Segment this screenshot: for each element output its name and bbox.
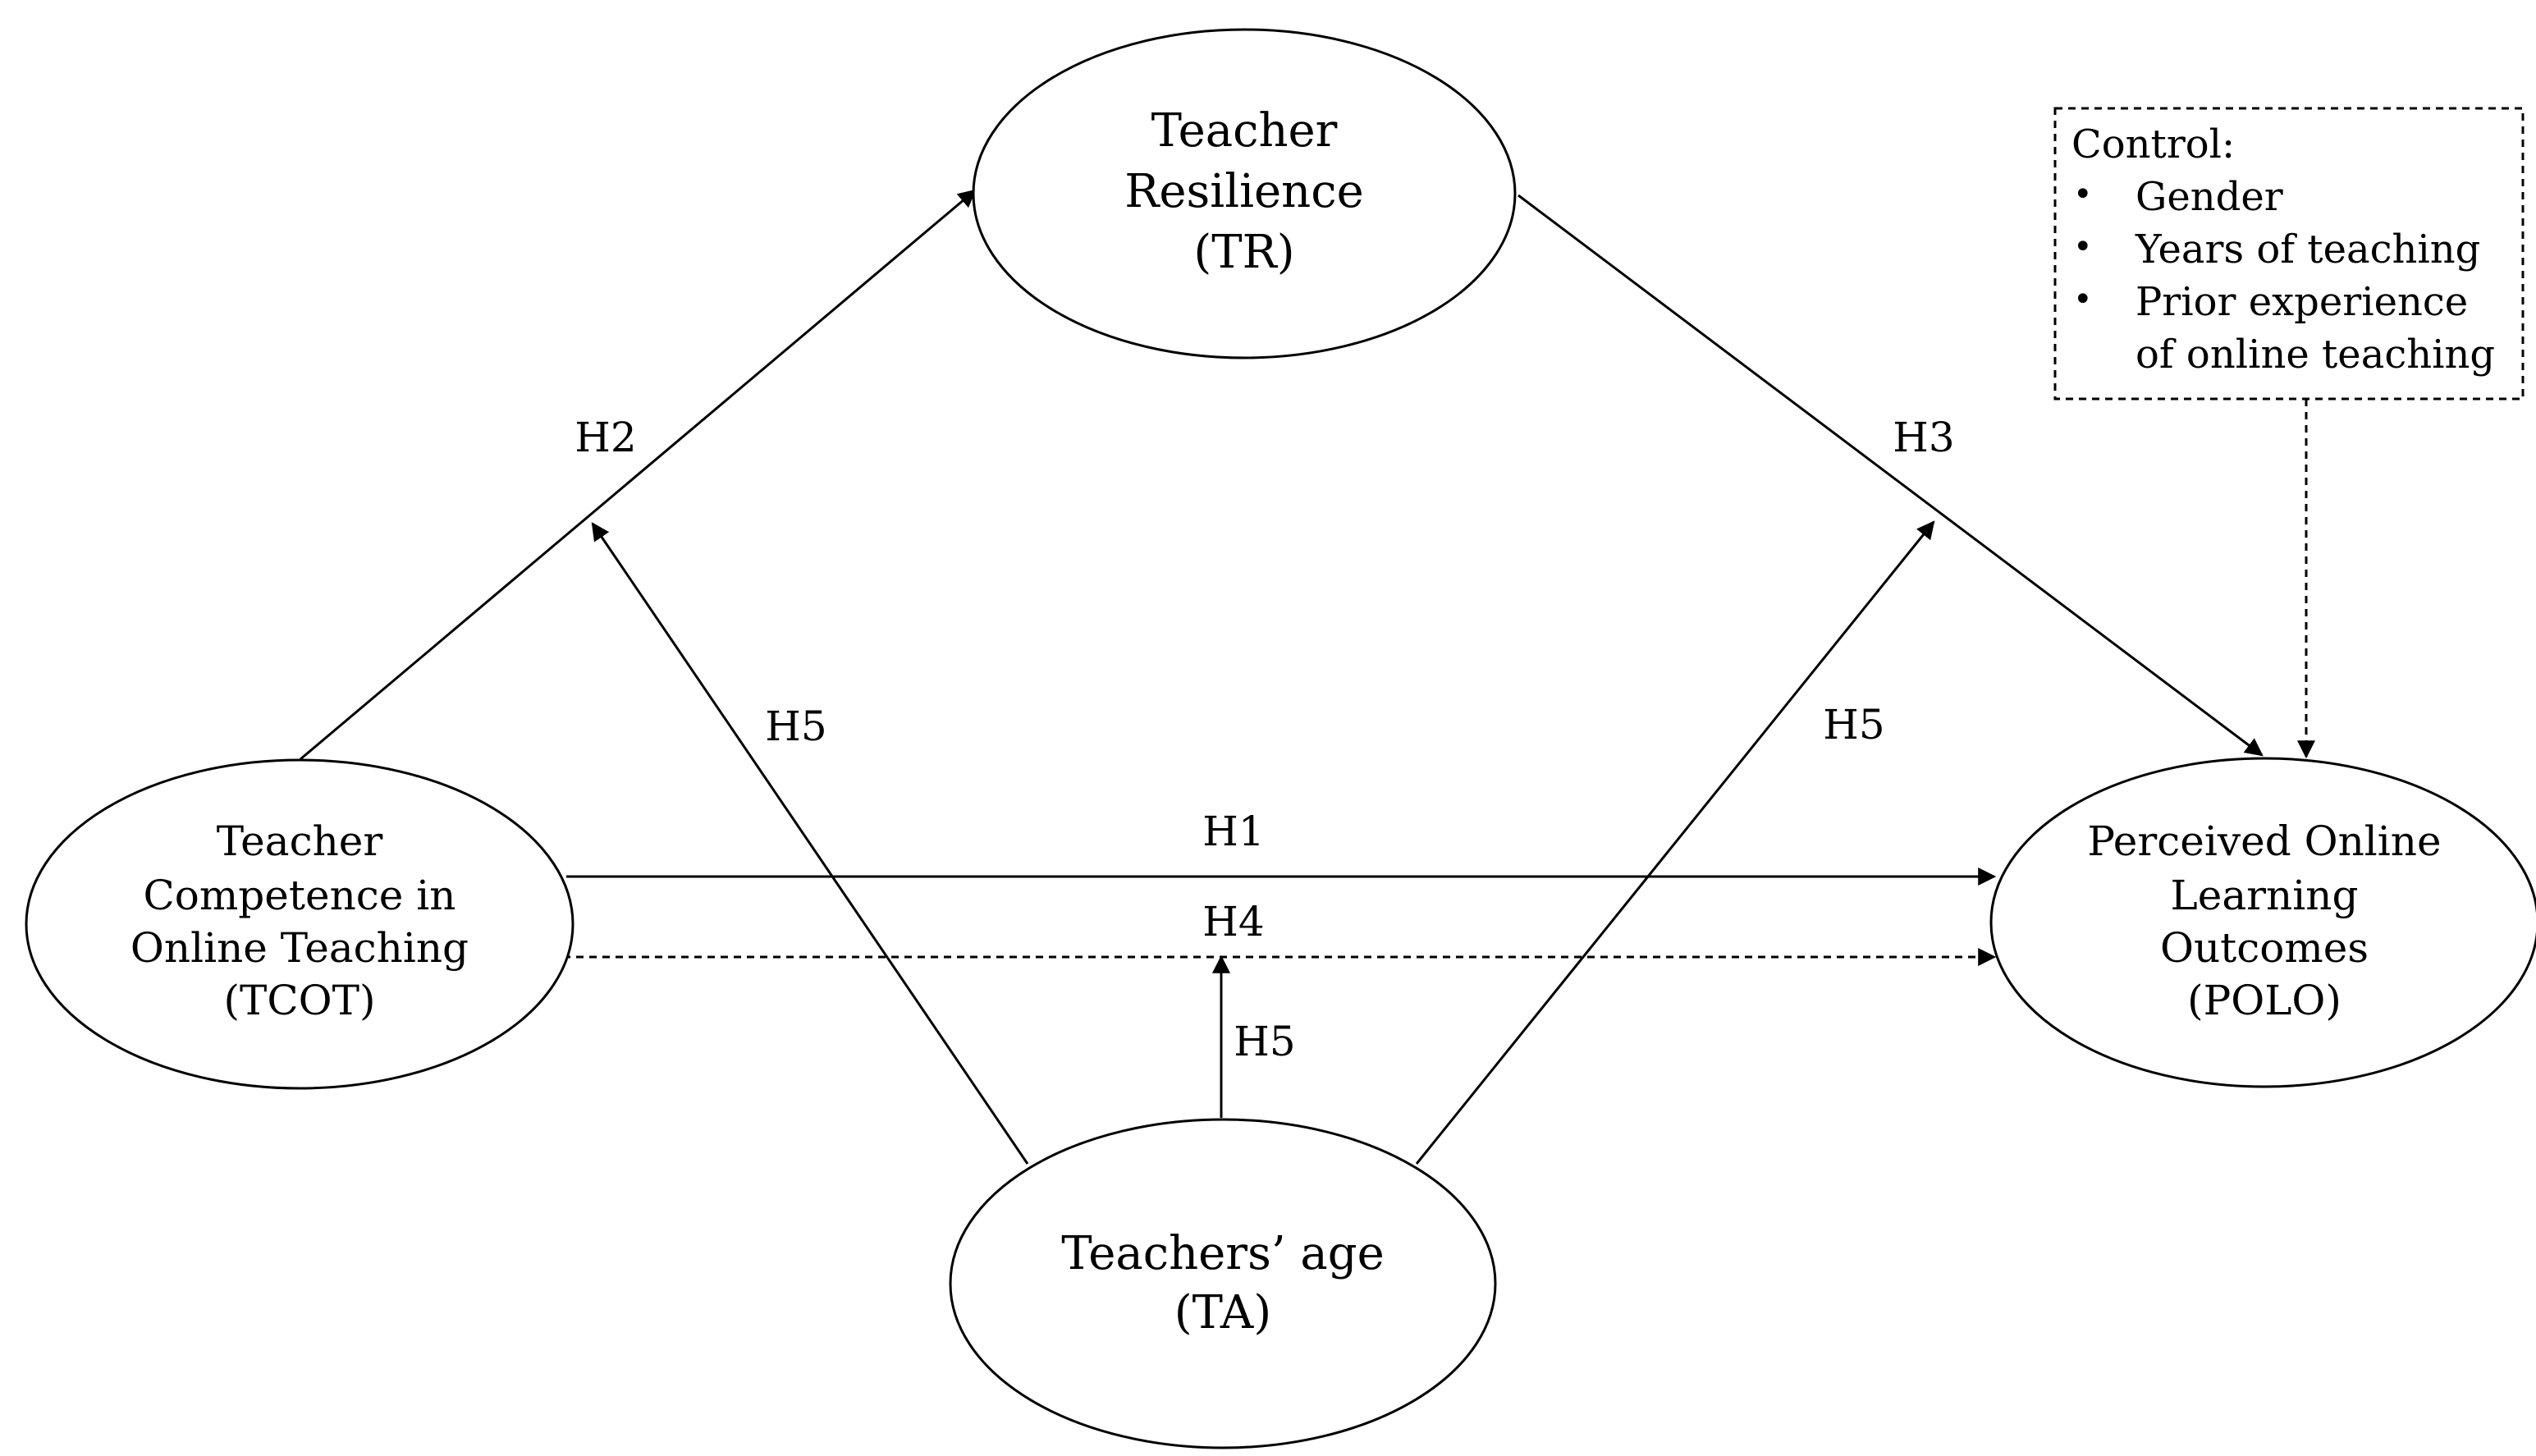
node-tcot-line-1: Teacher bbox=[217, 817, 383, 865]
node-polo-line-3: Outcomes bbox=[2160, 924, 2369, 972]
node-ta-line-1: Teachers’ age bbox=[1061, 1227, 1385, 1280]
node-teacher-resilience: Teacher Resilience (TR) bbox=[972, 28, 1517, 359]
node-polo-line-2: Learning bbox=[2171, 872, 2359, 919]
edge-label-h5-center: H5 bbox=[1234, 1018, 1295, 1065]
node-teacher-competence: Teacher Competence in Online Teaching (T… bbox=[25, 758, 574, 1090]
control-item-years-of-teaching: Years of teaching bbox=[2135, 227, 2480, 272]
node-tr-line-2: Resilience bbox=[1124, 165, 1363, 218]
edge-h2-tcot-to-tr bbox=[300, 189, 977, 761]
edge-label-h5-right: H5 bbox=[1823, 701, 1884, 749]
node-teachers-age: Teachers’ age (TA) bbox=[949, 1118, 1497, 1449]
edge-label-h1: H1 bbox=[1202, 808, 1264, 855]
node-tr-line-1: Teacher bbox=[1151, 104, 1338, 158]
node-tcot-line-4: (TCOT) bbox=[224, 977, 376, 1024]
control-item-gender: Gender bbox=[2135, 174, 2283, 220]
node-polo-line-4: (POLO) bbox=[2187, 977, 2341, 1024]
control-bullet-1: • bbox=[2073, 176, 2093, 213]
control-title: Control: bbox=[2071, 121, 2235, 167]
edge-label-h2: H2 bbox=[574, 414, 636, 461]
edge-h3-tr-to-polo bbox=[1517, 194, 2264, 757]
control-bullet-3: • bbox=[2073, 281, 2093, 318]
edge-label-h4: H4 bbox=[1202, 898, 1264, 945]
control-item-prior-experience-line-2: of online teaching bbox=[2135, 332, 2495, 378]
node-polo-line-1: Perceived Online bbox=[2087, 817, 2441, 865]
control-item-prior-experience-line-1: Prior experience bbox=[2135, 279, 2468, 325]
edge-h5-ta-to-h3 bbox=[1415, 520, 1935, 1165]
edge-label-h3: H3 bbox=[1893, 414, 1954, 461]
node-tr-line-3: (TR) bbox=[1193, 226, 1294, 279]
control-bullet-2: • bbox=[2073, 228, 2093, 266]
node-perceived-online-learning-outcomes: Perceived Online Learning Outcomes (POLO… bbox=[1989, 757, 2536, 1088]
edge-h5-ta-to-h2 bbox=[591, 522, 1029, 1165]
control-variables-box: Control: • Gender • Years of teaching • … bbox=[2053, 107, 2525, 401]
edge-label-h5-left: H5 bbox=[765, 703, 826, 750]
node-ta-line-2: (TA) bbox=[1174, 1286, 1271, 1339]
node-tcot-line-3: Online Teaching bbox=[130, 924, 469, 972]
node-tcot-line-2: Competence in bbox=[144, 872, 456, 919]
